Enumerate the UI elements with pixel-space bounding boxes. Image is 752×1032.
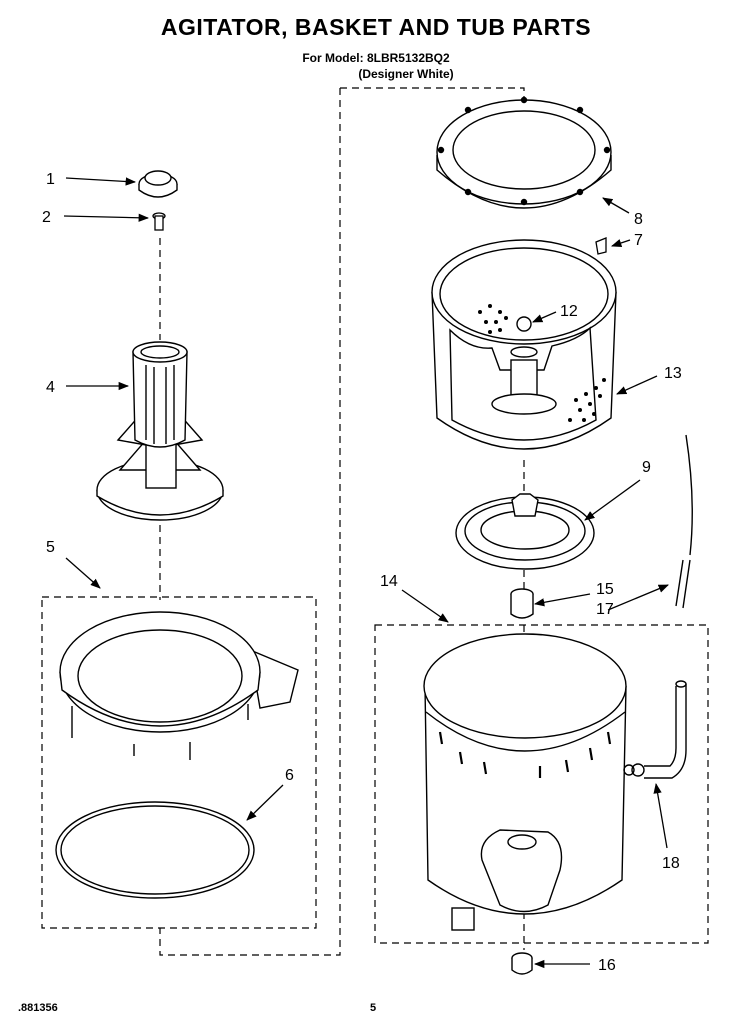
balance-ring-part <box>436 96 612 209</box>
callout-9: 9 <box>642 459 651 476</box>
callout-13: 13 <box>664 365 682 382</box>
agitator-cap-part <box>138 170 178 198</box>
color-line: (Designer White) <box>358 67 454 81</box>
callout-17: 17 <box>596 601 614 618</box>
group-box-5-6 <box>41 596 317 929</box>
hub-nut-part <box>511 952 533 975</box>
callout-6: 6 <box>285 767 294 784</box>
clip-part <box>595 237 607 255</box>
drive-block-part <box>510 588 534 619</box>
page-number: 5 <box>370 1002 377 1014</box>
callout-16: 16 <box>598 957 616 974</box>
group-box-14-18 <box>374 624 709 944</box>
callout-14: 14 <box>380 573 398 590</box>
callout-15: 15 <box>596 581 614 598</box>
callout-7: 7 <box>634 232 643 249</box>
drive-ring-part <box>455 493 595 570</box>
drain-hose-part <box>623 680 687 779</box>
callout-18: 18 <box>662 855 680 872</box>
callout-12: 12 <box>560 303 578 320</box>
model-line: For Model: 8LBR5132BQ2 <box>302 51 450 65</box>
callout-5: 5 <box>46 539 55 556</box>
document-number: .881356 <box>18 1002 58 1014</box>
outer-tub-part <box>423 633 627 931</box>
callout-4: 4 <box>46 379 55 396</box>
callout-8: 8 <box>634 211 643 228</box>
callout-1: 1 <box>46 171 55 188</box>
ring-assembly-part <box>59 611 299 760</box>
callout-labels: 1 2 4 5 6 8 7 12 13 9 14 15 17 18 16 <box>42 171 682 974</box>
seal-ring-part <box>55 801 255 899</box>
leader-arrows <box>63 177 669 969</box>
agitator-part <box>96 341 224 521</box>
basket-part <box>431 239 617 450</box>
agitator-bolt-part <box>152 212 166 231</box>
hose-part <box>675 434 693 609</box>
page-title: AGITATOR, BASKET AND TUB PARTS <box>160 14 592 40</box>
callout-2: 2 <box>42 209 51 226</box>
